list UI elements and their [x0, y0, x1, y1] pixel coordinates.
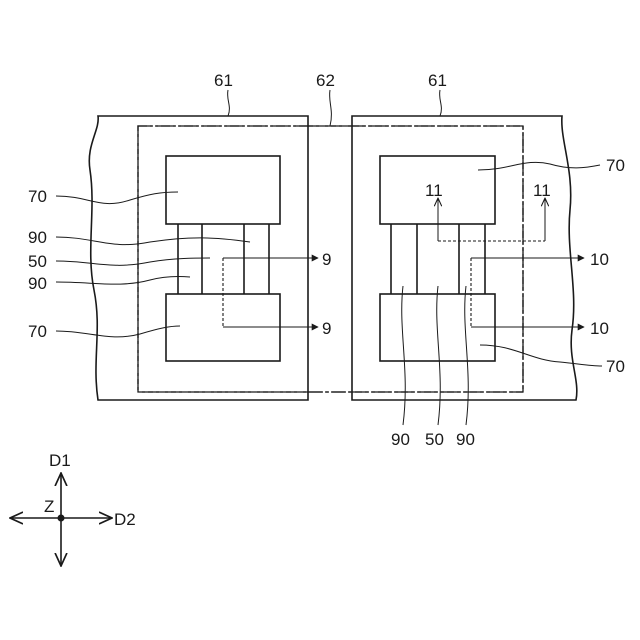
axis-d1-label: D1	[49, 451, 71, 470]
label-90-left-top: 90	[28, 228, 47, 247]
label-70-left-bottom: 70	[28, 322, 47, 341]
leader-90-left-bottom	[56, 276, 190, 284]
label-10-bottom: 10	[590, 319, 609, 338]
leader-62	[330, 90, 332, 126]
label-11-left: 11	[425, 181, 443, 200]
leader-70-left-top	[56, 192, 178, 204]
label-61-left: 61	[214, 71, 233, 90]
leader-61-left	[228, 90, 230, 116]
label-70-right-top: 70	[606, 156, 625, 175]
label-11-right: 11	[533, 181, 551, 200]
label-90-right-left: 90	[391, 430, 410, 449]
left-pad-top	[166, 156, 280, 224]
leader-70-right-top	[478, 162, 600, 170]
leader-90-left-top	[56, 237, 250, 245]
leader-70-left-bottom	[56, 326, 180, 337]
label-70-left-top: 70	[28, 187, 47, 206]
label-10-top: 10	[590, 250, 609, 269]
label-50-right: 50	[425, 430, 444, 449]
label-62: 62	[316, 71, 335, 90]
label-61-right: 61	[428, 71, 447, 90]
label-50-left: 50	[28, 252, 47, 271]
label-9-top: 9	[322, 250, 331, 269]
leader-70-right-bottom	[480, 345, 602, 366]
axis-d2-label: D2	[114, 510, 136, 529]
label-9-bottom: 9	[322, 319, 331, 338]
axis-z-dot	[58, 515, 65, 522]
label-90-right-right: 90	[456, 430, 475, 449]
label-90-left-bottom: 90	[28, 274, 47, 293]
leader-61-right	[440, 90, 442, 116]
leader-50-left	[56, 258, 210, 265]
label-70-right-bottom: 70	[606, 357, 625, 376]
axis-z-label: Z	[44, 497, 54, 516]
